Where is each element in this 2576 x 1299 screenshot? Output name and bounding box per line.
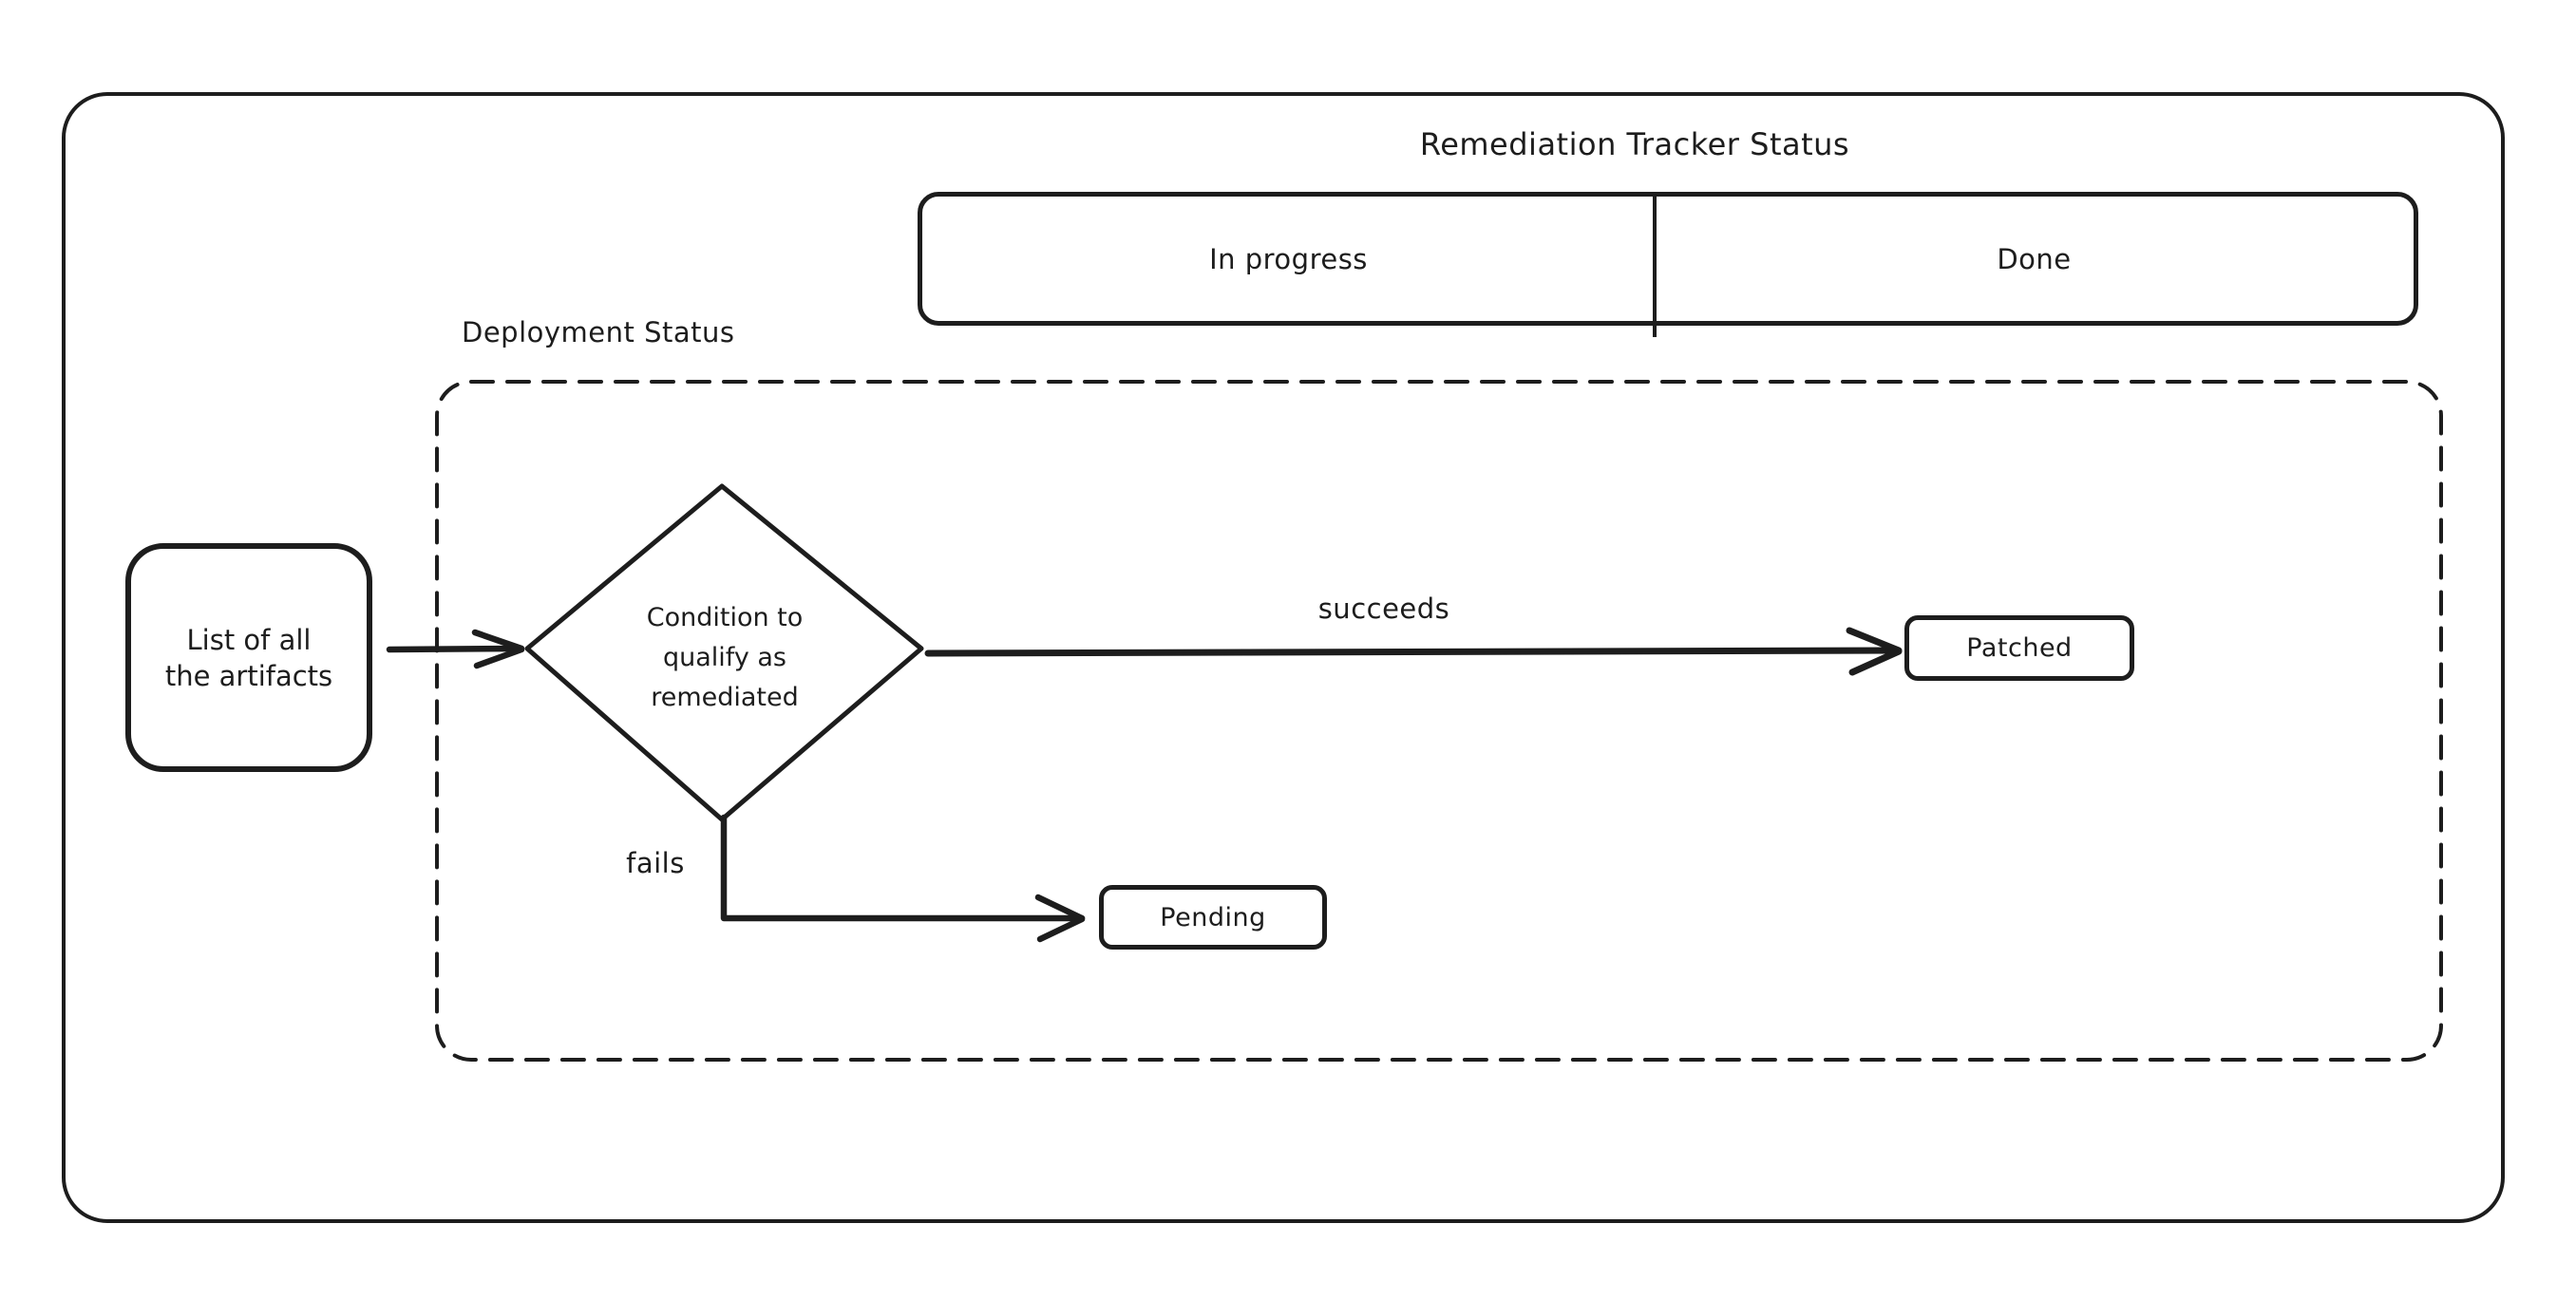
arrow-succeeds[interactable] [917,612,1914,688]
artifacts-node[interactable]: List of all the artifacts [125,543,372,772]
edge-label-succeeds[interactable]: succeeds [1317,593,1450,625]
condition-diamond-label: Condition to qualify as remediated [646,603,804,712]
tracker-divider [1653,195,1657,337]
outer-frame[interactable] [62,92,2505,1223]
arrow-artifacts-to-condition[interactable] [380,622,541,679]
deployment-status-label[interactable]: Deployment Status [462,316,735,348]
patched-node[interactable]: Patched [1904,615,2134,681]
condition-diamond[interactable] [513,470,936,836]
arrow-fails[interactable] [698,812,1107,945]
tracker-column-in-progress-label: In progress [1209,242,1368,275]
tracker-column-done[interactable]: Done [1655,197,2414,321]
diagram-title[interactable]: Remediation Tracker Status [1419,126,1850,162]
patched-node-label: Patched [1966,633,2073,663]
tracker-column-done-label: Done [1997,242,2072,275]
tracker-column-in-progress[interactable]: In progress [922,197,1655,321]
pending-node[interactable]: Pending [1099,885,1327,950]
pending-node-label: Pending [1160,902,1266,932]
remediation-tracker-table[interactable]: In progress Done [918,192,2418,337]
edge-label-fails[interactable]: fails [626,847,685,879]
artifacts-node-label: List of all the artifacts [164,623,333,692]
deployment-container[interactable] [433,378,2445,1064]
